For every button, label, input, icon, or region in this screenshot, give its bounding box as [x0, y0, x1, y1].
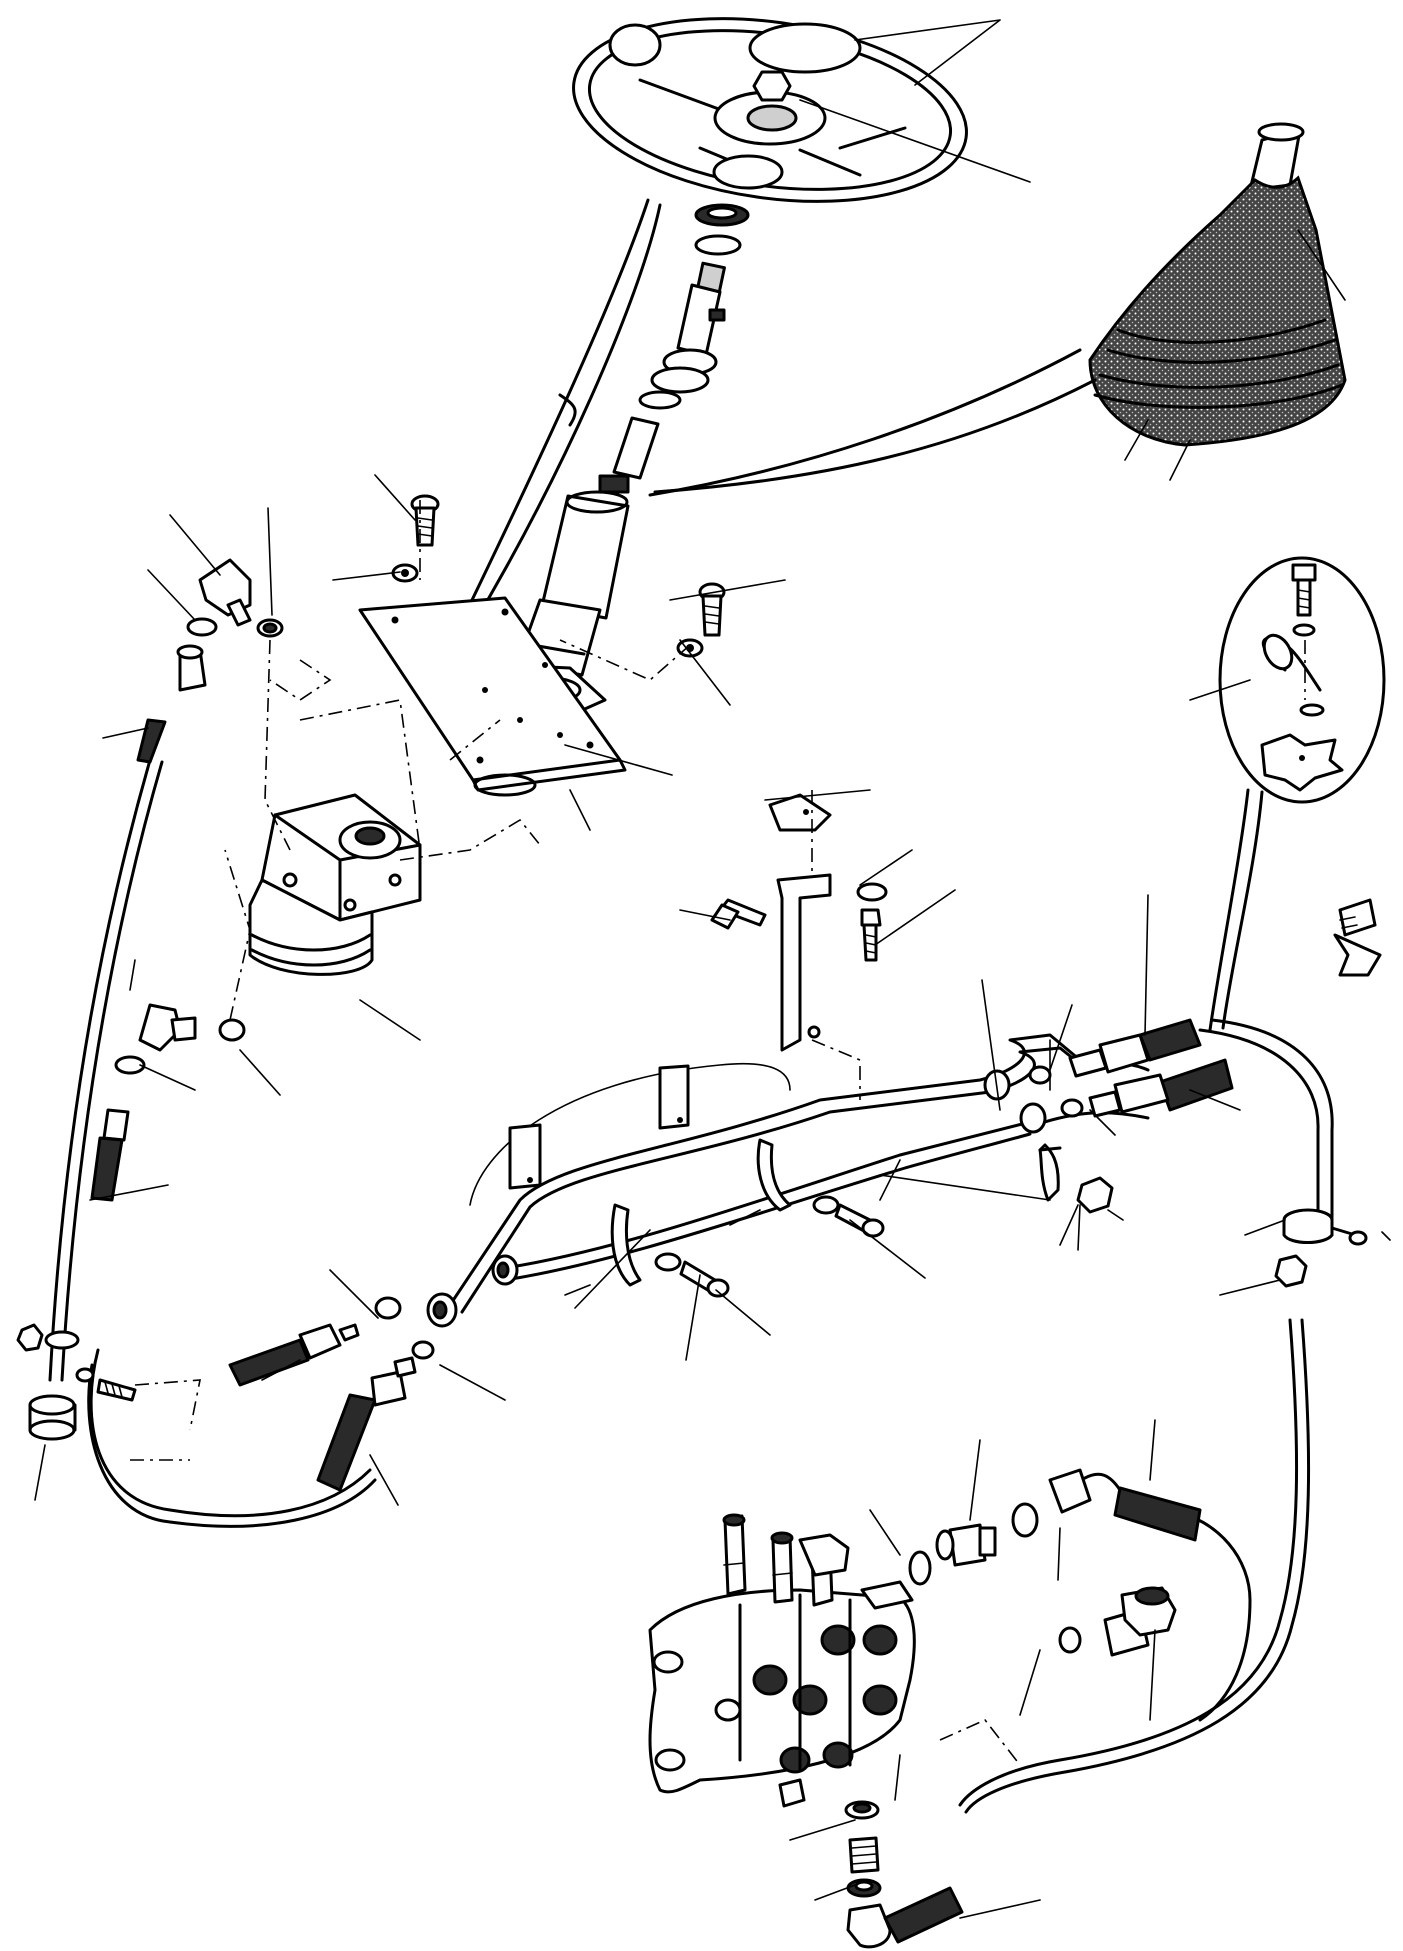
steering-wheel [572, 17, 968, 203]
right-hose-fittings [1028, 1018, 1234, 1118]
leader-lines [34, 19, 1391, 1919]
assembly-lines [130, 500, 1021, 1766]
gear-lever-boot [1088, 122, 1347, 447]
detail-clamp [1218, 556, 1386, 804]
left-fittings [16, 558, 284, 1441]
steering-column [458, 198, 750, 722]
panel-outline [469, 1062, 791, 1206]
steering-unit [248, 793, 422, 976]
pipe-clamps [610, 1138, 1114, 1298]
pipe-fittings [426, 1069, 1047, 1328]
hoses [48, 644, 1334, 1814]
bracket [710, 790, 888, 1100]
boot-leader-2 [653, 378, 1097, 494]
boot-leader [648, 348, 1082, 497]
lower-left-hoses [228, 1296, 435, 1492]
control-valve [648, 1513, 964, 1949]
right-clamp [1274, 898, 1382, 1288]
valve-fittings [908, 1468, 1202, 1657]
